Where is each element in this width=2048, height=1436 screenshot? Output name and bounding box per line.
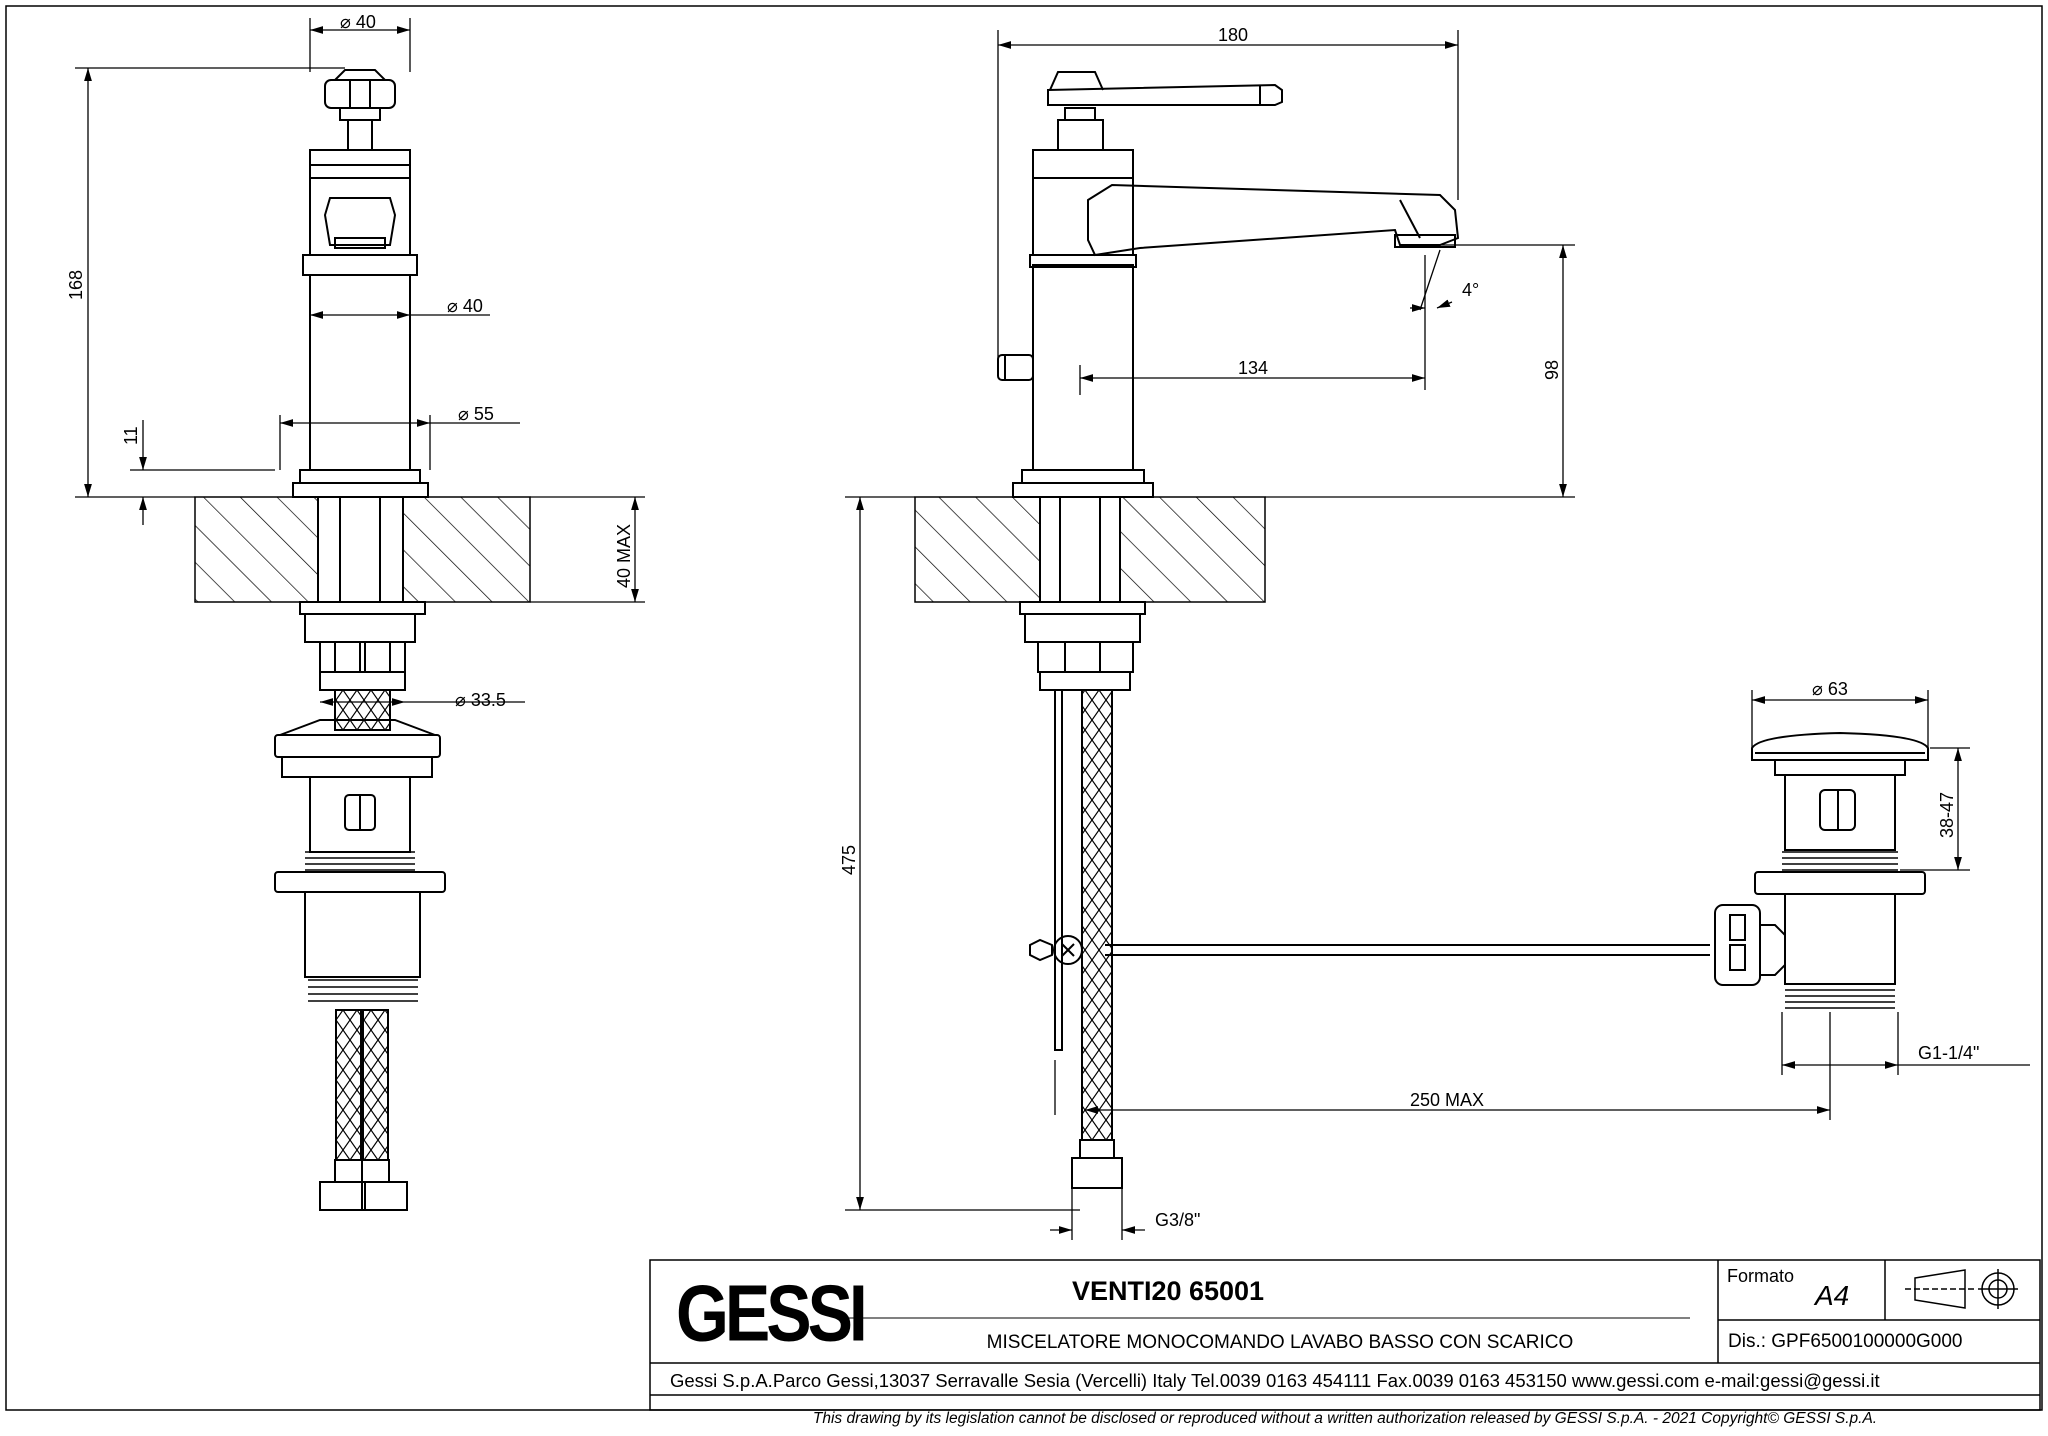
product-description: MISCELATORE MONOCOMANDO LAVABO BASSO CON…	[987, 1332, 1574, 1353]
gessi-logo: GESSI	[676, 1268, 864, 1358]
dim-w250max: 250 MAX	[1410, 1090, 1484, 1110]
drain-view-dimensions	[1751, 690, 2030, 1120]
format-value: A4	[1813, 1280, 1849, 1311]
company-info: Gessi S.p.A.Parco Gessi,13037 Serravalle…	[670, 1370, 1880, 1391]
drain-view	[1714, 731, 1929, 1009]
dim-d40-body: ⌀ 40	[447, 296, 483, 316]
dim-h98: 98	[1542, 360, 1562, 380]
drawing-number: Dis.: GPF6500100000G000	[1728, 1331, 1963, 1352]
dim-h168: 168	[66, 270, 86, 300]
format-label: Formato	[1727, 1266, 1794, 1286]
dim-h475: 475	[839, 845, 859, 875]
projection-symbol-icon	[1905, 1269, 2018, 1309]
dim-h40max: 40 MAX	[614, 524, 634, 588]
dim-h11: 11	[121, 426, 141, 445]
front-view	[194, 69, 531, 1211]
dim-w180: 180	[1218, 25, 1248, 45]
front-view-dimensions	[75, 18, 645, 706]
dim-angle4: 4°	[1462, 280, 1479, 300]
dim-w134: 134	[1238, 358, 1268, 378]
dim-h38-47: 38-47	[1937, 792, 1957, 838]
dim-d63: ⌀ 63	[1812, 679, 1848, 699]
dimension-labels: ⌀ 40 ⌀ 40 ⌀ 55 ⌀ 33.5 168 11 40 MAX 180 …	[66, 12, 1979, 1230]
copyright-notice: This drawing by its legislation cannot b…	[813, 1410, 1877, 1427]
product-code: VENTI20 65001	[1072, 1276, 1264, 1306]
side-view-dimensions	[845, 30, 1830, 1240]
dim-g3-8: G3/8"	[1155, 1210, 1200, 1230]
title-block: GESSI VENTI20 65001 MISCELATORE MONOCOMA…	[649, 1259, 2041, 1427]
side-view	[914, 71, 1710, 1189]
dim-g1-1-4: G1-1/4"	[1918, 1043, 1979, 1063]
dim-d40-top: ⌀ 40	[340, 12, 376, 32]
dim-d55: ⌀ 55	[458, 404, 494, 424]
dim-d33-5: ⌀ 33.5	[455, 690, 506, 710]
